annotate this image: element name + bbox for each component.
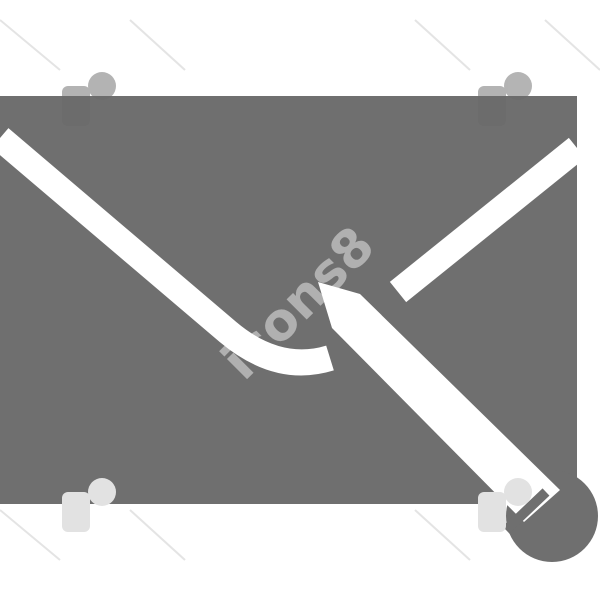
watermark-lines <box>0 19 600 561</box>
pencil-body <box>318 282 560 522</box>
envelope-flap-left <box>0 128 334 376</box>
pencil-band <box>502 488 550 534</box>
watermark-logo-top-right <box>478 72 532 126</box>
envelope-flap-right <box>389 137 586 303</box>
watermark-logo-top-left <box>62 72 116 126</box>
watermark-logo-bottom-right <box>478 478 532 532</box>
watermark-logo-bottom-left <box>62 478 116 532</box>
